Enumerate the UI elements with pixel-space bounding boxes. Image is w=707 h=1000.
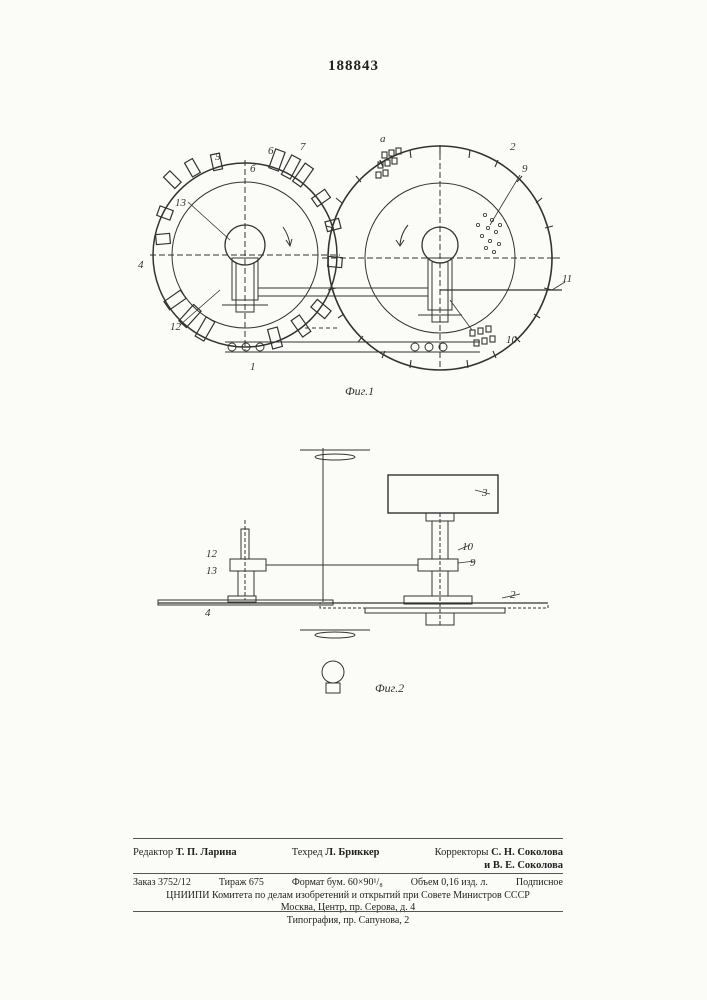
printing-house: Типография, пр. Сапунова, 2 — [133, 911, 563, 926]
left-wheel-tabs — [156, 149, 343, 349]
divider — [133, 838, 563, 839]
label2-9: 9 — [470, 557, 476, 569]
volume: Объем 0,16 изд. л. — [411, 877, 488, 890]
label-1: 1 — [250, 361, 256, 373]
fig2-labels: 2 3 4 9 10 12 13 Фиг.2 — [205, 487, 516, 695]
label-4: 4 — [138, 259, 144, 271]
fig1-caption: Фиг.1 — [345, 384, 374, 398]
corrector2: и В. Е. Соколова — [484, 859, 563, 872]
format: Формат бум. 60×90¹/₈ — [292, 877, 383, 890]
label-7: 7 — [300, 141, 306, 153]
subscription: Подписное — [516, 877, 563, 890]
label-9: 9 — [522, 163, 528, 175]
techred: Техред Л. Бриккер — [292, 846, 380, 859]
circulation: Тираж 675 — [219, 877, 264, 890]
label2-3: 3 — [481, 487, 488, 499]
imprint: Заказ 3752/12 Тираж 675 Формат бум. 60×9… — [133, 873, 563, 915]
fig2-caption: Фиг.2 — [375, 681, 404, 695]
label2-12: 12 — [206, 548, 218, 560]
label-13: 13 — [175, 197, 187, 209]
label2-13: 13 — [206, 565, 218, 577]
dot-pattern — [476, 213, 501, 253]
label-6: 6 — [268, 145, 274, 157]
label2-2: 2 — [510, 589, 516, 601]
order: Заказ 3752/12 — [133, 877, 191, 890]
label-a: а — [380, 133, 386, 145]
label-10: 10 — [506, 334, 518, 346]
label-2: 2 — [510, 141, 516, 153]
label-12: 12 — [170, 321, 182, 333]
organization: ЦНИИПИ Комитета по делам изобретений и о… — [133, 890, 563, 903]
label2-4: 4 — [205, 607, 211, 619]
label2-10: 10 — [462, 541, 474, 553]
label-b: б — [250, 163, 256, 175]
credits: Редактор Т. П. Ларина Техред Л. Бриккер … — [133, 846, 563, 872]
label-11: 11 — [562, 273, 572, 285]
corrector: Корректоры С. Н. Соколова — [435, 846, 563, 859]
label-5: 5 — [215, 151, 221, 163]
editor: Редактор Т. П. Ларина — [133, 846, 237, 859]
